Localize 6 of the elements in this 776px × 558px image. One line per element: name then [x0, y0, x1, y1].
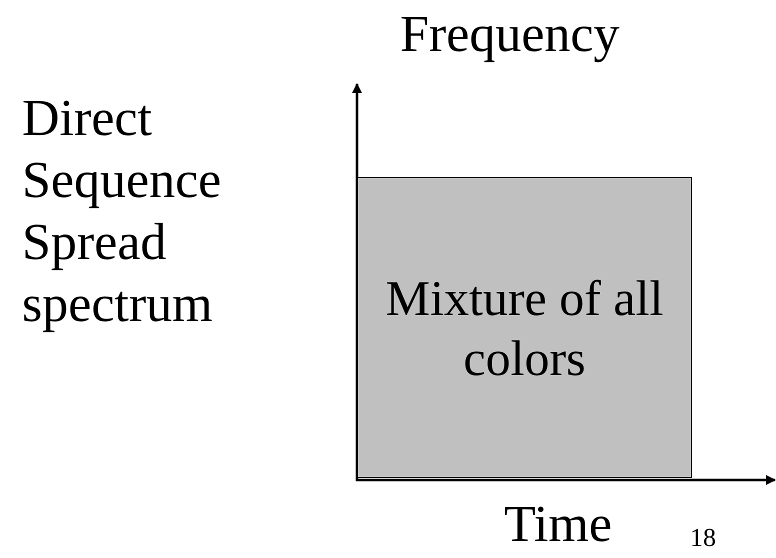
axis-label: Frequency: [400, 6, 620, 64]
slide-title: Direct Sequence Spread spectrum: [22, 89, 222, 335]
filled-box: [357, 177, 692, 478]
box-label: Mixture of all colors: [384, 268, 664, 388]
axis-label: Time: [504, 496, 612, 554]
page-number: 18: [690, 524, 716, 553]
